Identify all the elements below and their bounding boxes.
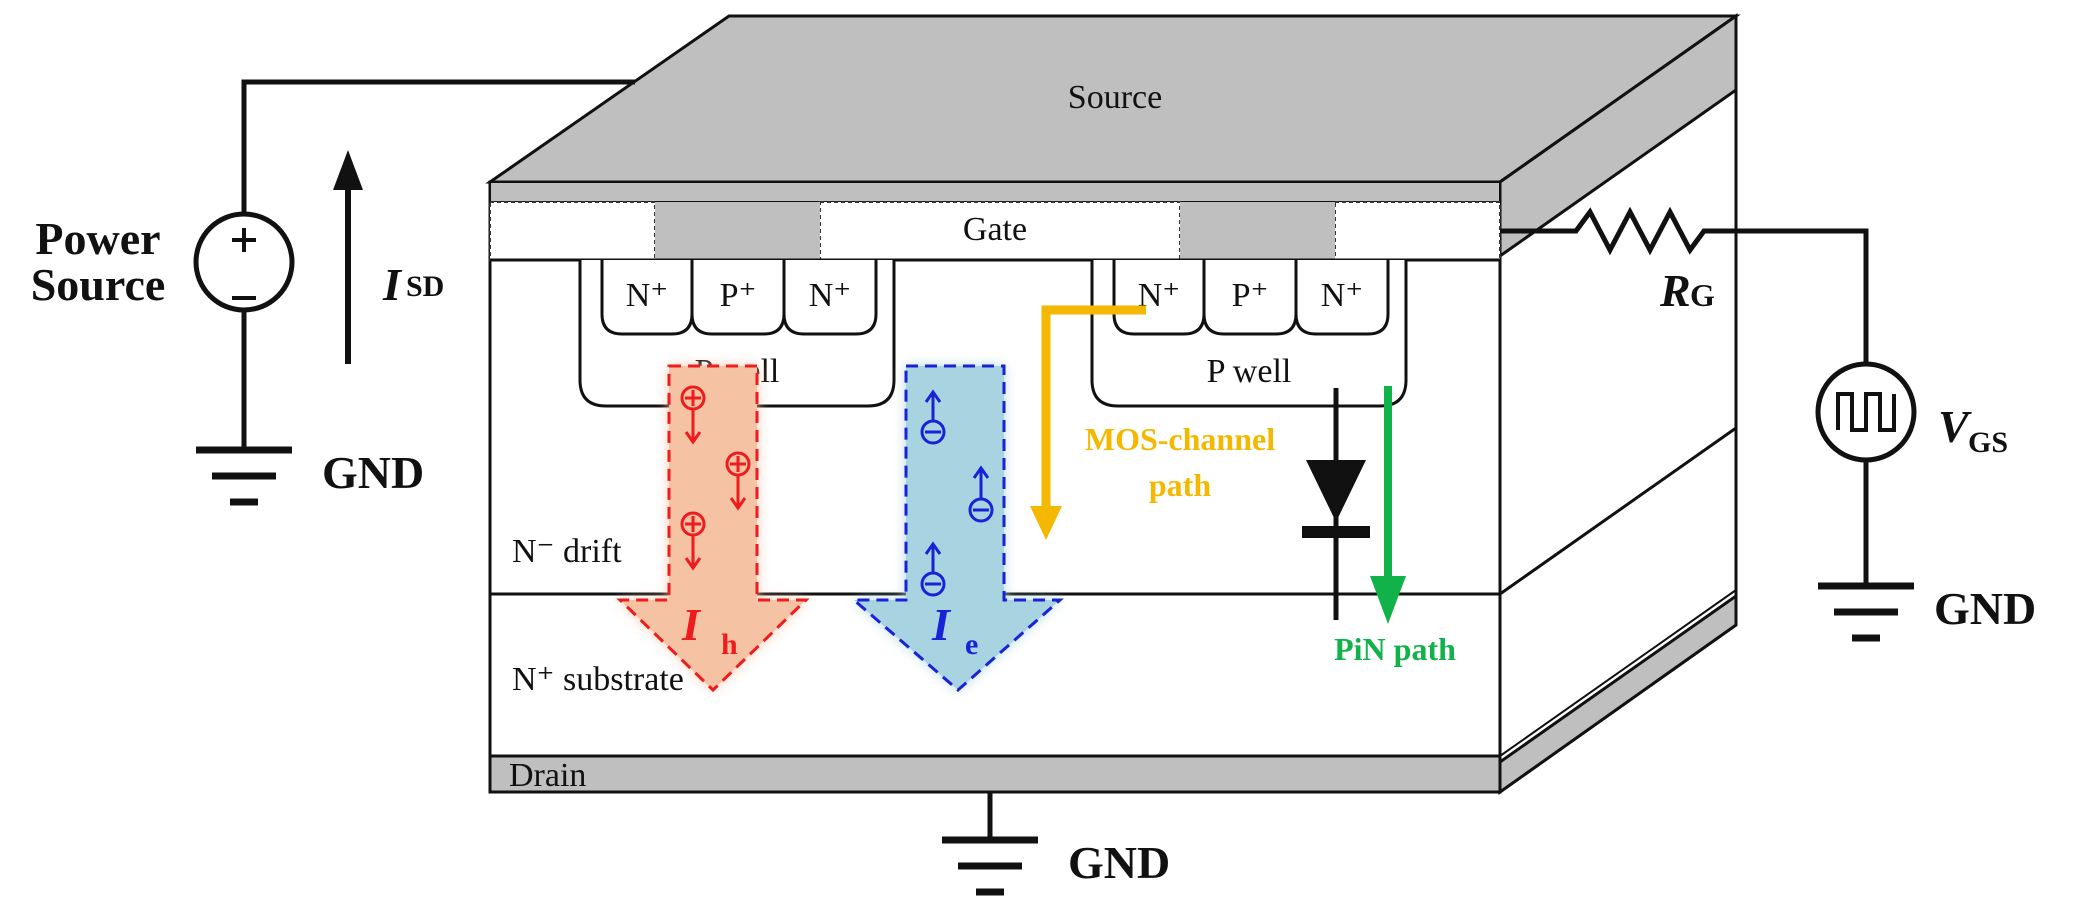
ie-label: I	[931, 599, 952, 650]
rg-label: R	[1659, 265, 1691, 316]
mos-channel-label-line1: MOS-channel	[1085, 421, 1275, 457]
hole-carrier	[725, 451, 751, 511]
n-plus-right-2	[1294, 260, 1390, 336]
n-substrate-label: N⁺ substrate	[512, 661, 684, 698]
n-plus-right-1	[1112, 260, 1206, 336]
gate-resistor-wire	[1500, 206, 1869, 368]
p-plus-right-label: P⁺	[1232, 277, 1269, 314]
gate-layer-left	[489, 201, 656, 261]
pulse-source-icon	[1815, 361, 1917, 463]
source-contact-right	[1180, 202, 1335, 260]
electron-carrier	[920, 541, 946, 597]
n-plus-left-2-label: N⁺	[809, 277, 852, 314]
power-source-label-line1: Power	[35, 213, 160, 264]
gate-layer-right	[1334, 201, 1501, 261]
source-contact-left	[655, 202, 820, 260]
n-plus-left-2	[782, 260, 878, 336]
drain-metal	[488, 754, 1502, 794]
ground-icon	[942, 836, 1038, 896]
p-plus-left-label: P⁺	[720, 277, 757, 314]
isd-label: I	[382, 259, 403, 310]
source-metal-front	[489, 181, 1501, 203]
power-source-wire	[241, 79, 635, 214]
n-plus-right-2-label: N⁺	[1321, 277, 1364, 314]
pin-diode-icon	[1302, 388, 1370, 620]
ground-icon	[196, 446, 292, 506]
mos-channel-path: MOS-channel path	[1030, 305, 1275, 540]
n-plus-left-1-label: N⁺	[626, 277, 669, 314]
ground-icon	[1818, 582, 1914, 642]
pin-path: PiN path	[1334, 386, 1456, 667]
hole-carrier	[680, 511, 706, 571]
ih-subscript: h	[721, 628, 738, 661]
ih-label: I	[681, 599, 702, 650]
hole-current-arrow: I h	[616, 364, 810, 693]
gnd-label-right: GND	[1934, 583, 2036, 634]
right-side-layer-line	[1499, 589, 1737, 757]
n-drift-label: N⁻ drift	[512, 533, 622, 570]
electron-carrier	[920, 389, 946, 445]
rg-subscript: G	[1690, 277, 1715, 313]
power-source-label-line2: Source	[31, 259, 166, 310]
source-label: Source	[1068, 79, 1162, 116]
ie-subscript: e	[965, 628, 978, 661]
gate-label: Gate	[963, 211, 1027, 248]
vgs-subscript: GS	[1968, 426, 2008, 459]
drain-label: Drain	[509, 757, 586, 794]
isd-subscript: SD	[406, 270, 444, 303]
power-source-icon	[193, 211, 295, 313]
n-plus-left-1	[600, 260, 694, 336]
gnd-label-left: GND	[322, 447, 424, 498]
vgs-label: V	[1938, 401, 1972, 452]
mos-channel-label-line2: path	[1149, 467, 1211, 503]
right-side-layer-line	[1499, 426, 1737, 596]
p-plus-left	[690, 260, 786, 336]
gnd-label-bottom: GND	[1068, 837, 1170, 888]
pin-path-label: PiN path	[1334, 631, 1456, 667]
gate-layer-mid	[819, 201, 1181, 261]
p-well-right-label: P well	[1207, 353, 1292, 390]
p-plus-right	[1202, 260, 1298, 336]
hole-carrier	[680, 385, 706, 445]
electron-carrier	[968, 465, 994, 523]
isd-arrow	[333, 150, 363, 364]
electron-current-arrow: I e	[849, 364, 1064, 692]
